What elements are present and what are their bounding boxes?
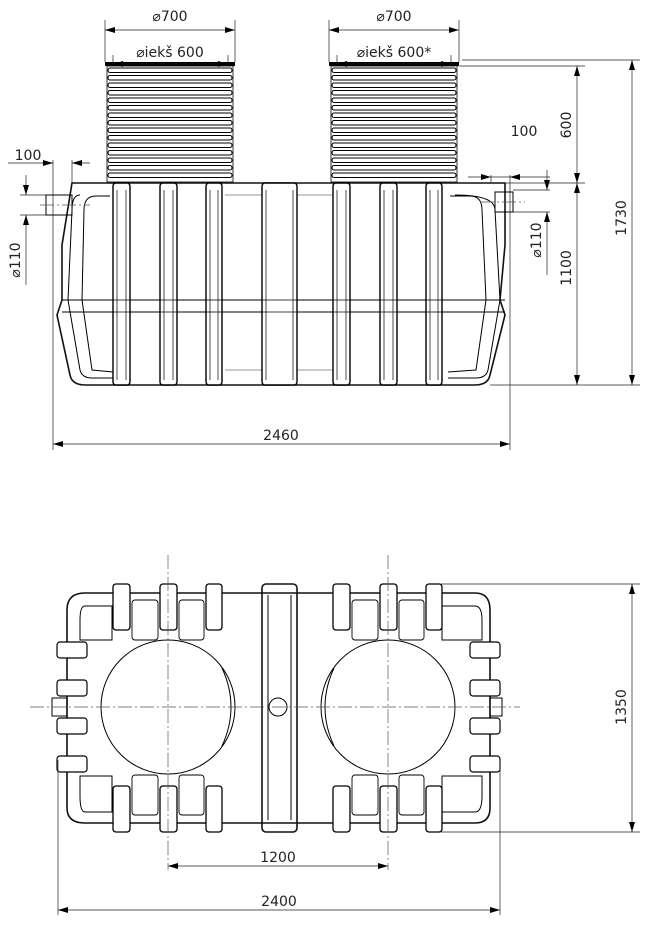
- length-dim: 2400: [261, 894, 297, 910]
- riser-corrugation: [331, 157, 457, 164]
- tank-rib: [332, 583, 351, 631]
- riser-corrugation: [107, 119, 233, 126]
- riser-corrugation: [107, 134, 233, 141]
- tank-rib: [112, 583, 131, 631]
- total-length-dim: 2460: [263, 428, 299, 444]
- tank-rib: [159, 785, 178, 833]
- riser-left-inner-dim: ⌀iekš 600: [136, 45, 204, 61]
- width-dim: 1350: [614, 689, 630, 725]
- riser-corrugation: [107, 142, 233, 149]
- tank-rib: [159, 182, 178, 386]
- pipe-right-diameter-dim: ⌀110: [529, 222, 545, 257]
- riser-corrugation: [331, 97, 457, 104]
- riser-corrugation: [107, 112, 233, 119]
- pipe-left-diameter-dim: ⌀110: [8, 242, 24, 277]
- riser-corrugation: [107, 172, 233, 179]
- riser-corrugation: [331, 89, 457, 96]
- riser-corrugation: [331, 149, 457, 156]
- riser-corrugation: [107, 104, 233, 111]
- riser-corrugation: [331, 142, 457, 149]
- tank-rib: [332, 785, 351, 833]
- side-lug: [56, 755, 88, 773]
- tank-rib: [425, 785, 443, 833]
- tank-rib: [112, 785, 131, 833]
- side-lug: [56, 679, 88, 697]
- riser-corrugation: [331, 164, 457, 171]
- tank-rib: [379, 583, 398, 631]
- riser-corrugation: [331, 104, 457, 111]
- tank-rib: [112, 182, 131, 386]
- riser-corrugation: [107, 74, 233, 81]
- riser-height-dim: 600: [559, 112, 575, 139]
- riser-corrugation: [331, 127, 457, 134]
- tank-rib: [379, 785, 398, 833]
- side-lug: [469, 717, 501, 735]
- tank-rib: [332, 182, 351, 386]
- riser-corrugation: [107, 164, 233, 171]
- dimensions-side: ⌀700 ⌀iekš 600 ⌀700 ⌀iekš 600* 100: [8, 9, 640, 450]
- tank-rib: [159, 583, 178, 631]
- riser-corrugation: [331, 119, 457, 126]
- riser-corrugation: [331, 67, 457, 74]
- riser-corrugation: [107, 82, 233, 89]
- riser-right-outer-dim: ⌀700: [376, 9, 411, 25]
- top-view: 1350 1200 2400: [30, 555, 640, 915]
- riser-corrugation: [107, 157, 233, 164]
- tank-rib: [379, 182, 398, 386]
- pipe-left-offset-dim: 100: [15, 148, 42, 164]
- riser-spacing-dim: 1200: [260, 850, 296, 866]
- tank-height-dim: 1100: [559, 250, 575, 286]
- tank-outline-top: [66, 592, 491, 824]
- side-lug: [56, 717, 88, 735]
- side-lug: [469, 755, 501, 773]
- pipe-right-offset-dim: 100: [511, 124, 538, 140]
- riser-corrugation: [107, 149, 233, 156]
- side-view: ⌀700 ⌀iekš 600 ⌀700 ⌀iekš 600* 100: [8, 9, 640, 450]
- riser-left: [105, 62, 235, 183]
- riser-corrugation: [107, 127, 233, 134]
- side-lug: [56, 641, 88, 659]
- tank-rib: [205, 785, 223, 833]
- total-height-dim: 1730: [614, 200, 630, 236]
- riser-right-inner-dim: ⌀iekš 600*: [357, 45, 432, 61]
- tank-body-side: [40, 182, 525, 386]
- riser-corrugation: [107, 67, 233, 74]
- riser-left-outer-dim: ⌀700: [152, 9, 187, 25]
- tank-rib: [205, 182, 223, 386]
- dimensions-top: 1350 1200 2400: [57, 583, 640, 915]
- riser-corrugation: [331, 82, 457, 89]
- riser-corrugation: [107, 97, 233, 104]
- side-lug: [469, 641, 501, 659]
- riser-corrugation: [331, 74, 457, 81]
- riser-corrugation: [331, 172, 457, 179]
- riser-corrugation: [331, 112, 457, 119]
- riser-corrugation: [331, 134, 457, 141]
- side-lug: [469, 679, 501, 697]
- center-rib: [261, 583, 298, 833]
- tank-rib: [425, 583, 443, 631]
- tank-rib: [205, 583, 223, 631]
- tank-rib: [425, 182, 443, 386]
- riser-right: [329, 62, 459, 183]
- tank-rib: [261, 182, 298, 386]
- riser-corrugation: [107, 89, 233, 96]
